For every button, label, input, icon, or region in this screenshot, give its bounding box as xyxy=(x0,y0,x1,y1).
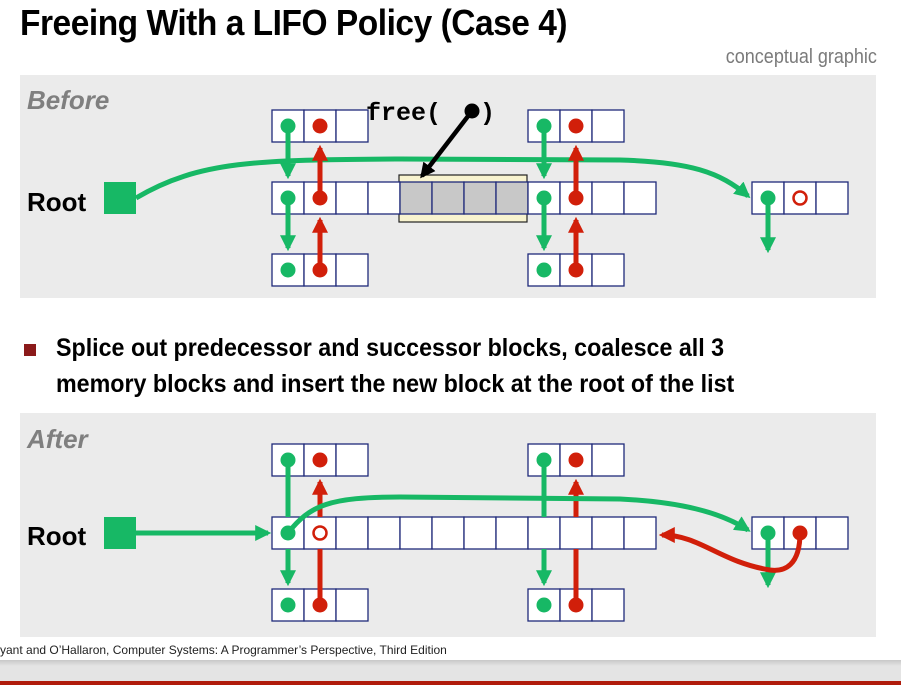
pointer-dot xyxy=(536,262,552,278)
pointer-dot xyxy=(568,262,584,278)
pointer-dot xyxy=(280,525,296,541)
coalesced-block-cell xyxy=(623,516,657,550)
null-pointer-dot xyxy=(792,190,808,206)
before-label: Before xyxy=(27,85,109,115)
pointer-dot xyxy=(312,597,328,613)
middle-row-cell xyxy=(495,181,529,215)
before-root-box xyxy=(104,182,136,214)
pointer-dot xyxy=(280,118,296,134)
middle-row-cell xyxy=(399,181,433,215)
pointer-dot xyxy=(536,118,552,134)
free-call-close: ) xyxy=(480,99,495,128)
after-panel: After Root xyxy=(20,413,876,637)
succ-upper-cell xyxy=(591,443,625,477)
middle-row-cell xyxy=(335,181,369,215)
slide-title: Freeing With a LIFO Policy (Case 4) xyxy=(20,2,568,43)
pointer-dot xyxy=(536,190,552,206)
coalesced-block-cell xyxy=(463,516,497,550)
pointer-dot xyxy=(536,597,552,613)
coalesced-block-cell xyxy=(367,516,401,550)
first-block-cell xyxy=(815,516,849,550)
first-block-cell xyxy=(815,181,849,215)
after-root-label: Root xyxy=(27,521,87,551)
pointer-dot xyxy=(312,118,328,134)
null-pointer-dot xyxy=(312,525,328,541)
coalesced-block-cell xyxy=(335,516,369,550)
coalesced-block-cell xyxy=(527,516,561,550)
pointer-dot xyxy=(568,190,584,206)
pointer-dot xyxy=(280,262,296,278)
root-next-pointer xyxy=(134,156,751,201)
before-root-label: Root xyxy=(27,187,87,217)
pointer-dot xyxy=(280,597,296,613)
free-call-label: free( xyxy=(366,99,441,128)
first-block-prev-pointer xyxy=(658,527,803,573)
bullet-text: Splice out predecessor and successor blo… xyxy=(56,330,874,402)
coalesced-block-cell xyxy=(591,516,625,550)
coalesced-block-cell xyxy=(559,516,593,550)
pointer-dot xyxy=(568,118,584,134)
middle-row-cell xyxy=(367,181,401,215)
succ-upper-cell xyxy=(591,109,625,143)
after-root-box xyxy=(104,517,136,549)
footer-accent-bar xyxy=(0,681,901,685)
bullet-line-2: memory blocks and insert the new block a… xyxy=(56,370,735,398)
after-cells xyxy=(271,443,849,622)
pointer-dot xyxy=(792,525,808,541)
pointer-dot xyxy=(312,190,328,206)
coalesced-block-cell xyxy=(399,516,433,550)
middle-row-cell xyxy=(623,181,657,215)
pointer-dot xyxy=(312,262,328,278)
after-label: After xyxy=(26,424,90,454)
pred-lower-cell xyxy=(335,253,369,287)
pointer-dot xyxy=(536,452,552,468)
succ-lower-cell xyxy=(591,588,625,622)
coalesced-block-cell xyxy=(431,516,465,550)
footer-citation: yant and O’Hallaron, Computer Systems: A… xyxy=(0,643,447,657)
new-block-next-pointer xyxy=(286,494,751,535)
succ-lower-cell xyxy=(527,253,561,287)
free-pointer-arrow xyxy=(420,109,474,179)
succ-lower-cell xyxy=(591,253,625,287)
coalesced-block-cell xyxy=(495,516,529,550)
bullet-marker xyxy=(24,344,36,356)
pointer-dot xyxy=(280,452,296,468)
before-dots xyxy=(280,118,808,278)
pred-upper-cell xyxy=(303,443,337,477)
pointer-dot xyxy=(760,525,776,541)
pointer-dot xyxy=(280,190,296,206)
pred-upper-cell xyxy=(335,109,369,143)
after-dots xyxy=(280,452,808,613)
footer-band xyxy=(0,660,901,681)
middle-row-cell xyxy=(463,181,497,215)
before-panel: Before Root xyxy=(20,75,876,298)
bullet-line-1: Splice out predecessor and successor blo… xyxy=(56,334,725,362)
middle-row-cell xyxy=(591,181,625,215)
pred-lower-cell xyxy=(335,588,369,622)
pointer-dot xyxy=(760,190,776,206)
pointer-dot xyxy=(568,597,584,613)
pointer-dot xyxy=(568,452,584,468)
slide-subtitle: conceptual graphic xyxy=(725,46,877,68)
pointer-dot xyxy=(312,452,328,468)
pred-upper-cell xyxy=(335,443,369,477)
middle-row-cell xyxy=(431,181,465,215)
